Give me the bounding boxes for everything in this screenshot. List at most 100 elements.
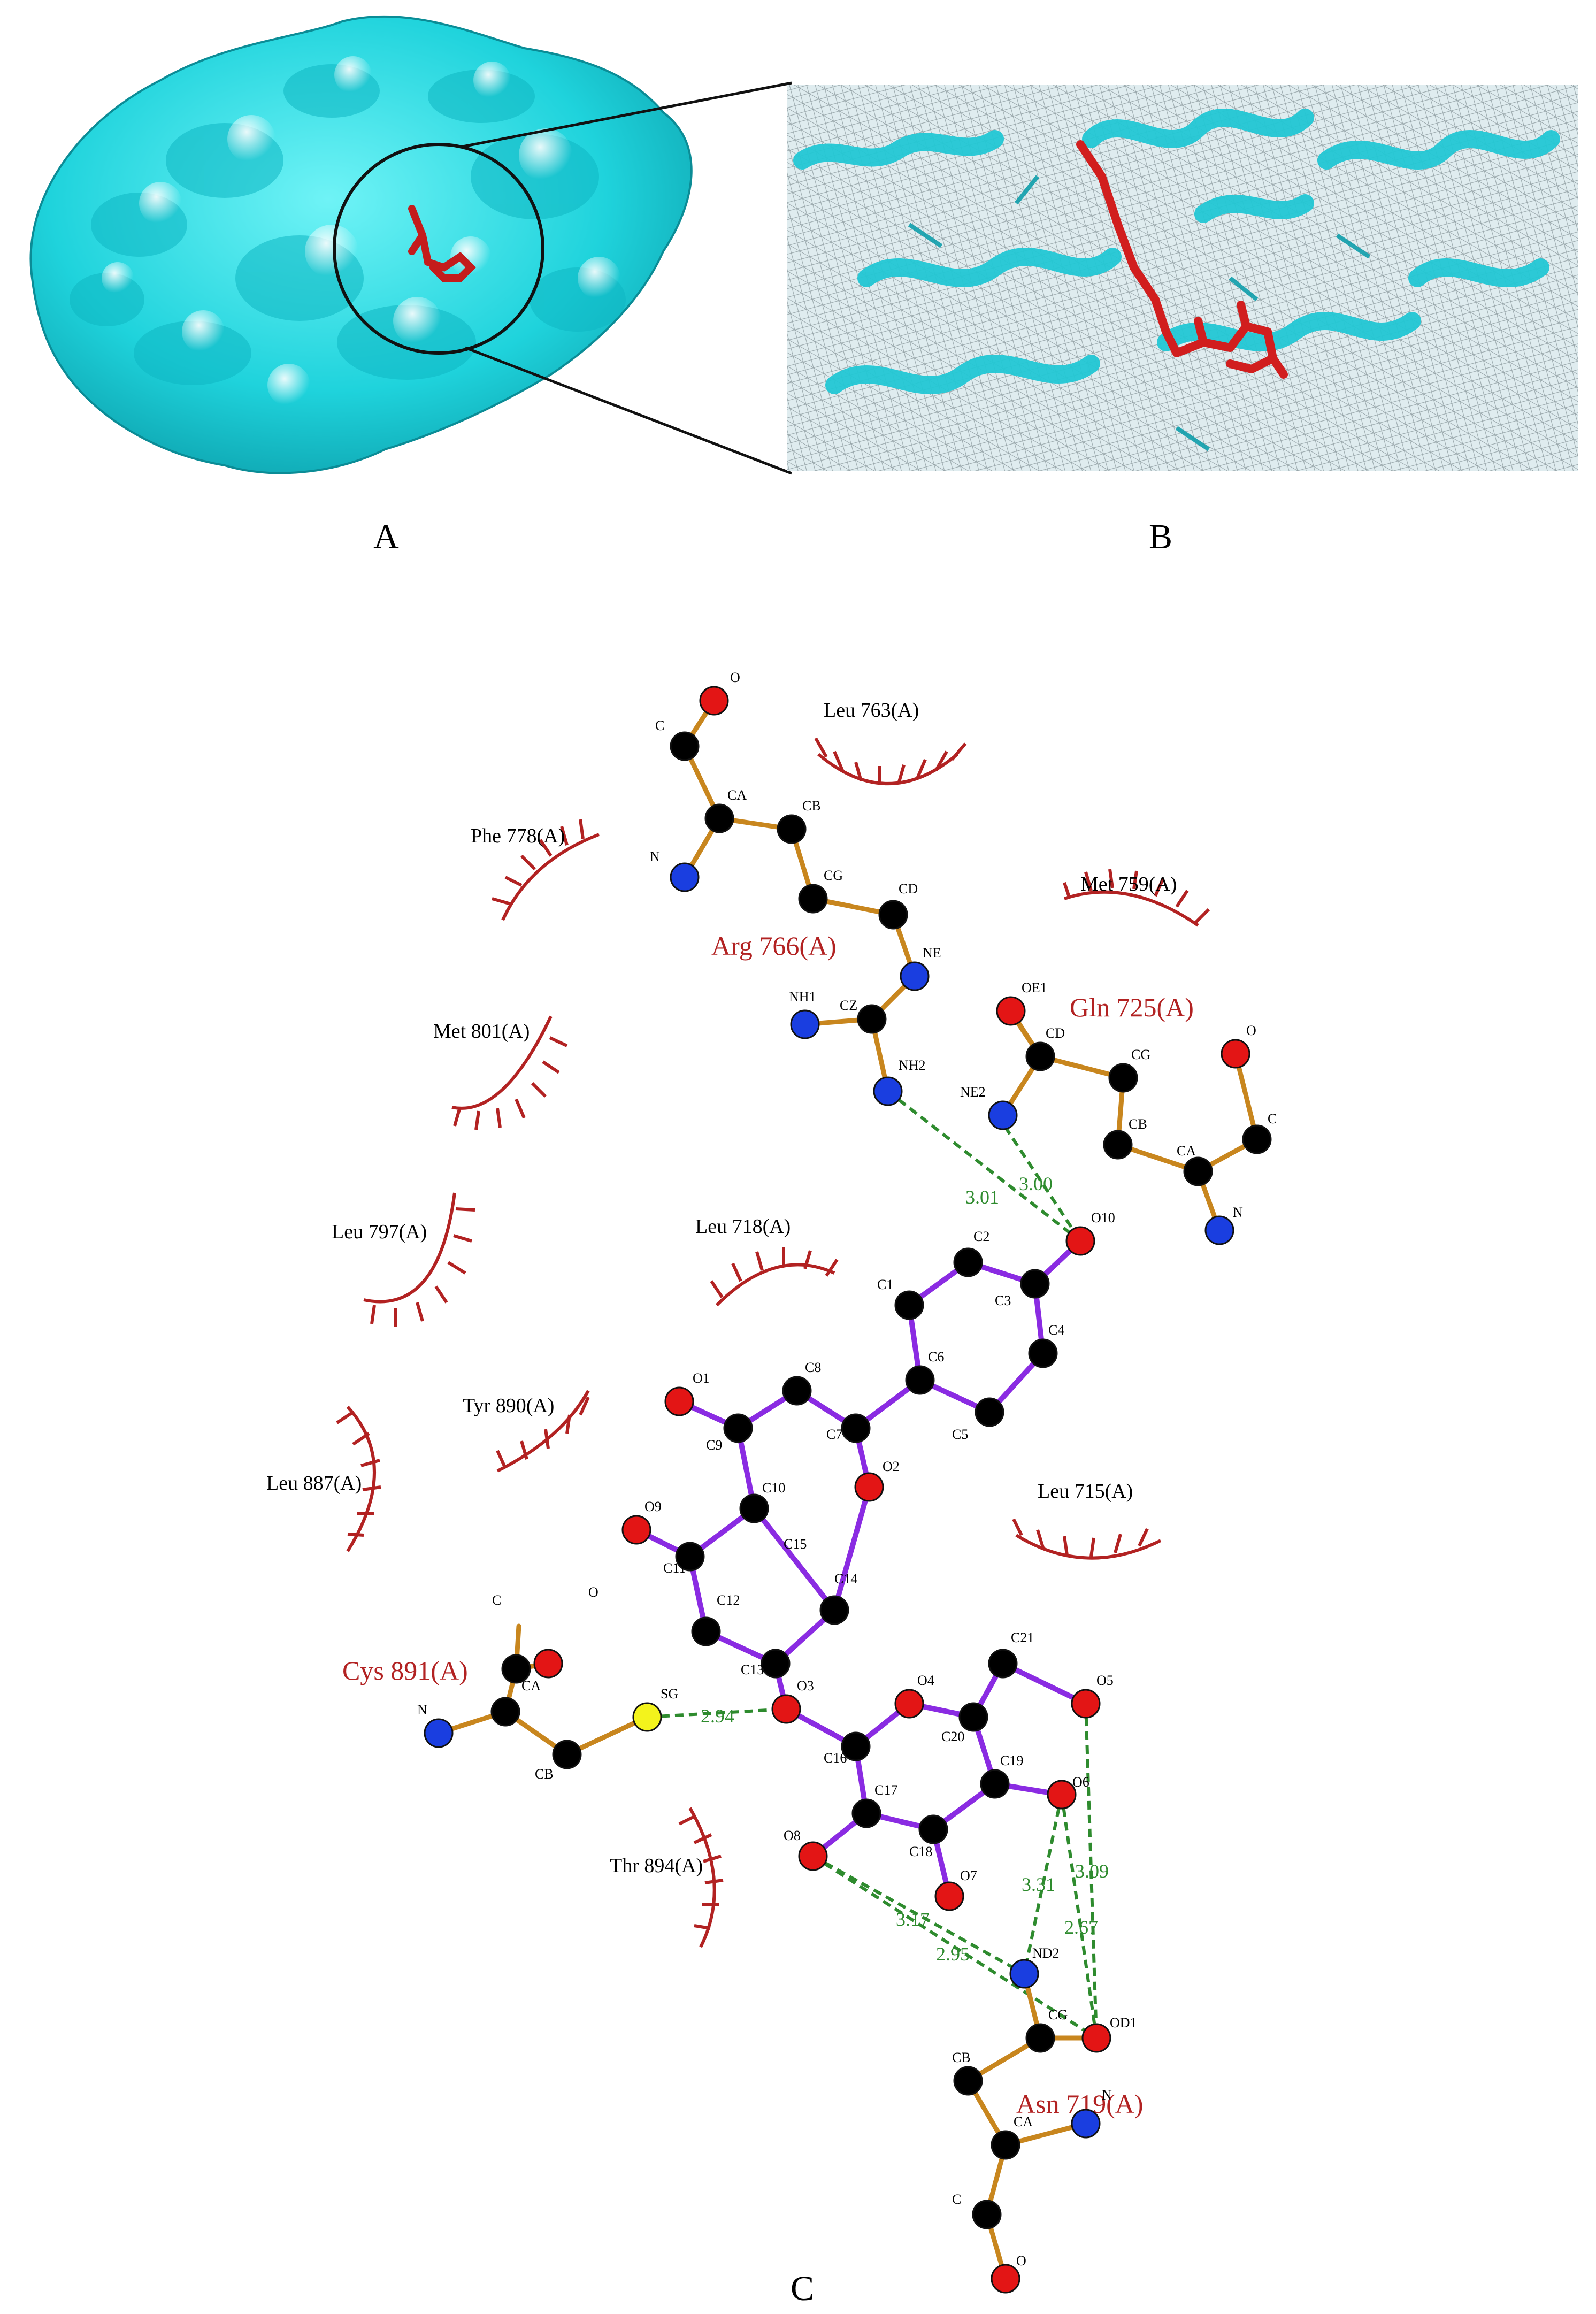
atom-arg-c: C [655,718,664,733]
atom-labels: O C CA CB N CG CD NE NH1 CZ NH2 OE1 CD C… [417,670,1277,2269]
atom-c10: C10 [762,1480,785,1496]
dist-7: 3.17 [896,1909,930,1930]
dist-1: 3.01 [965,1186,999,1208]
atom-c13: C13 [741,1662,764,1677]
atom-gln-cg: CG [1131,1047,1150,1062]
atom-o2: O2 [883,1459,900,1474]
atom-o5: O5 [1096,1673,1114,1688]
atom-arg-cz: CZ [840,998,857,1013]
atom-c19: C19 [1000,1753,1023,1768]
atom-gln-c: C [1268,1111,1277,1127]
atom-c18: C18 [909,1844,932,1859]
atom-arg-ne: NE [923,945,941,961]
atom-arg-cg: CG [824,868,843,883]
atom-arg-cb: CB [802,798,821,814]
atom-c8: C8 [805,1360,821,1375]
hydrophobic-arcs [336,737,1210,1948]
atom-o1: O1 [693,1370,710,1386]
atom-o3: O3 [797,1678,814,1694]
label-leu797: Leu 797(A) [332,1221,427,1243]
label-tyr890: Tyr 890(A) [463,1394,554,1417]
label-gln725: Gln 725(A) [1070,992,1194,1022]
atom-asn-cb: CB [952,2050,971,2065]
panel-label-b: B [1149,517,1172,556]
dist-5: 3.09 [1075,1860,1109,1882]
label-arg766: Arg 766(A) [711,931,837,961]
label-leu718: Leu 718(A) [695,1215,791,1238]
atom-cys-sg: SG [661,1686,678,1702]
residue-bonds [436,698,1260,2281]
atom-arg-ca: CA [727,787,747,803]
distance-labels: 3.01 3.00 2.94 3.31 3.09 2.67 3.17 2.95 [701,1173,1109,1965]
panel-label-c: C [791,2269,814,2308]
atom-c7: C7 [826,1427,842,1442]
atom-o10: O10 [1091,1210,1115,1225]
atoms [424,686,1272,2294]
hydrophobic-labels: Leu 763(A) Phe 778(A) Met 759(A) Met 801… [266,699,1177,1877]
atom-o4: O4 [917,1673,934,1688]
atom-c9: C9 [706,1437,722,1453]
zoom-line-top [459,81,792,149]
atom-c1: C1 [877,1277,893,1292]
label-cys891: Cys 891(A) [342,1656,468,1685]
panel-b-cartoon [787,85,1578,471]
ligand-3d-b [1076,140,1288,379]
atom-c6: C6 [928,1349,944,1365]
atom-arg-n: N [650,849,660,864]
atom-gln-cd: CD [1046,1025,1065,1041]
atom-gln-ne2: NE2 [960,1084,986,1100]
dist-3: 2.94 [701,1705,734,1727]
atom-c15: C15 [784,1536,807,1552]
atom-gln-cb: CB [1129,1116,1147,1132]
atom-c21: C21 [1011,1630,1034,1645]
dist-2: 3.00 [1019,1173,1053,1194]
atom-cys-ca: CA [521,1678,541,1694]
label-leu763: Leu 763(A) [824,699,919,722]
atom-o6: O6 [1072,1774,1089,1790]
zoom-line-bottom [465,346,792,475]
atom-c3: C3 [995,1293,1011,1308]
dist-4: 3.31 [1022,1874,1055,1895]
atom-asn-od1: OD1 [1110,2015,1137,2031]
atom-o7: O7 [960,1868,977,1883]
label-leu887: Leu 887(A) [266,1472,362,1495]
atom-cys-n: N [417,1702,427,1718]
dist-8: 2.95 [936,1943,970,1965]
panel-c-interactions: Leu 763(A) Phe 778(A) Met 759(A) Met 801… [266,670,1277,2294]
atom-c14: C14 [834,1571,857,1587]
atom-asn-cg: CG [1048,2007,1068,2022]
atom-c2: C2 [973,1229,989,1244]
atom-asn-ca: CA [1014,2114,1033,2129]
hbonds [647,1090,1098,2040]
zoom-circle [333,143,544,355]
label-phe778: Phe 778(A) [471,825,565,847]
atom-o9: O9 [644,1499,662,1514]
dist-6: 2.67 [1064,1917,1098,1938]
atom-arg-nh1: NH1 [789,989,816,1005]
atom-gln-o: O [1246,1023,1256,1038]
label-leu715: Leu 715(A) [1038,1480,1133,1503]
atom-asn-c: C [952,2192,961,2207]
atom-asn-n: N [1102,2087,1112,2103]
atom-arg-cd: CD [899,881,918,897]
atom-c4: C4 [1048,1322,1064,1338]
ligand-3d-a [408,205,476,282]
atom-c20: C20 [941,1729,964,1744]
atom-gln-oe1: OE1 [1022,980,1047,995]
ligand-bonds [634,1238,1088,1899]
atom-gln-ca: CA [1177,1143,1196,1159]
atom-asn-nd2: ND2 [1032,1945,1060,1961]
panel-a-surface [29,15,693,474]
atom-c17: C17 [874,1782,897,1798]
atom-arg-nh2: NH2 [899,1058,926,1073]
atom-c5: C5 [952,1427,968,1442]
atom-o8: O8 [784,1828,801,1843]
atom-gln-n: N [1233,1205,1243,1220]
atom-cys-cb: CB [535,1766,554,1782]
atom-c11: C11 [663,1560,686,1576]
label-met801: Met 801(A) [433,1020,530,1043]
atom-arg-o: O [730,670,740,685]
atom-c12: C12 [717,1592,740,1608]
atom-c16: C16 [824,1750,847,1766]
